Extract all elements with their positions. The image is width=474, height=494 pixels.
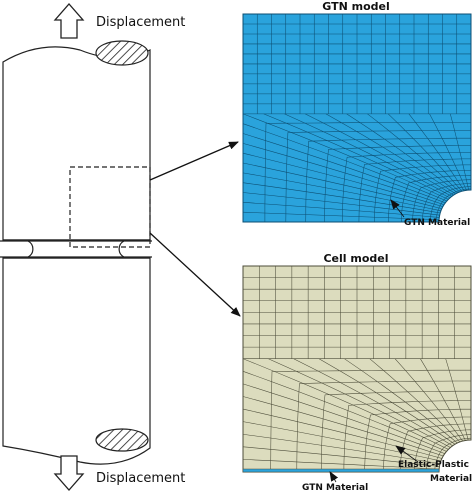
leader-arrow-to-gtn-model [149, 141, 239, 181]
mesh-lines [243, 266, 471, 472]
specimen-lower-body [2, 257, 151, 465]
elastic-plastic-label-line2: Material [430, 474, 472, 484]
specimen-drawing [0, 40, 152, 465]
gtn-mesh [242, 13, 472, 223]
upper-section-hatch [95, 40, 149, 66]
region-of-interest-box [69, 166, 151, 248]
lower-section-hatch [95, 428, 149, 452]
gtn-material-leader-top [390, 199, 405, 218]
displacement-arrow-bottom-icon [53, 455, 85, 491]
displacement-label-bottom: Displacement [96, 471, 185, 486]
mesh-lines [243, 14, 471, 222]
elastic-plastic-label-line1: Elastic-Plastic [398, 460, 469, 470]
displacement-label-top: Displacement [96, 15, 185, 30]
leader-arrow-to-cell-model [149, 232, 241, 317]
cell-mesh [242, 265, 472, 473]
gtn-model-title: GTN model [322, 0, 390, 13]
gtn-material-label-top: GTN Material [404, 218, 470, 228]
gtn-material-leader-bottom [329, 471, 339, 483]
elastic-plastic-leader [395, 445, 419, 463]
cell-model-title: Cell model [323, 252, 388, 265]
specimen-upper-body [2, 46, 151, 241]
gtn-material-strip [242, 468, 440, 473]
displacement-arrow-top-icon [53, 3, 85, 39]
gtn-material-label-bottom: GTN Material [302, 483, 368, 493]
notch-neck [0, 239, 152, 259]
